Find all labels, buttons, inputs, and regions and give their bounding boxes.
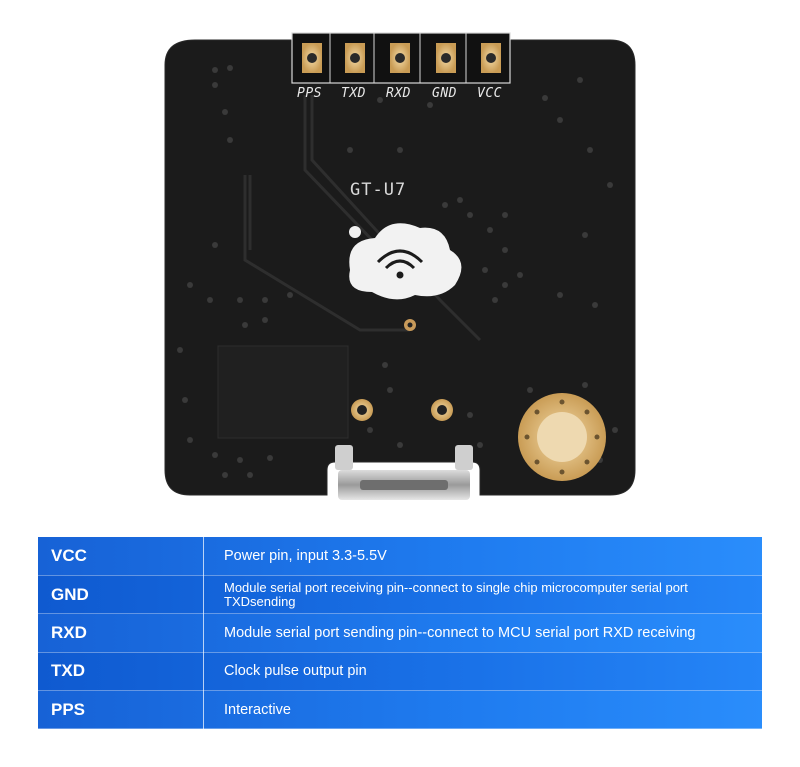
pin-name: GND: [38, 575, 204, 615]
pin-label-txd: TXD: [341, 86, 366, 101]
module-model-label: GT-U7: [350, 180, 407, 200]
pin-name: TXD: [38, 652, 204, 692]
pin-name: VCC: [38, 537, 204, 576]
pin-name: PPS: [38, 690, 204, 730]
pin-description: Module serial port sending pin--connect …: [203, 613, 762, 653]
shield-area: [217, 345, 349, 439]
pin-label-pps: PPS: [297, 86, 322, 101]
pin-label-gnd: GND: [432, 86, 457, 101]
pin-description: Interactive: [203, 690, 762, 730]
pin-description-table: VCC Power pin, input 3.3-5.5V GND Module…: [38, 537, 762, 730]
gps-module-photo: PPS TXD RXD GND VCC GT-U7: [164, 32, 636, 500]
table-row: RXD Module serial port sending pin--conn…: [38, 613, 762, 653]
pcb-board: [164, 32, 636, 500]
pin-label-rxd: RXD: [386, 86, 411, 101]
pin-description: Module serial port receiving pin--connec…: [203, 575, 762, 615]
header-pads: [302, 43, 501, 73]
pin-description: Clock pulse output pin: [203, 652, 762, 692]
table-row: TXD Clock pulse output pin: [38, 652, 762, 692]
table-row: PPS Interactive: [38, 690, 762, 730]
cloud-wifi-logo: [349, 223, 462, 300]
pin-name: RXD: [38, 613, 204, 653]
usb-connector: [335, 445, 473, 500]
table-row: GND Module serial port receiving pin--co…: [38, 575, 762, 615]
pin-label-vcc: VCC: [477, 86, 502, 101]
table-row: VCC Power pin, input 3.3-5.5V: [38, 537, 762, 576]
pin-description: Power pin, input 3.3-5.5V: [203, 537, 762, 576]
vias: [177, 65, 618, 478]
